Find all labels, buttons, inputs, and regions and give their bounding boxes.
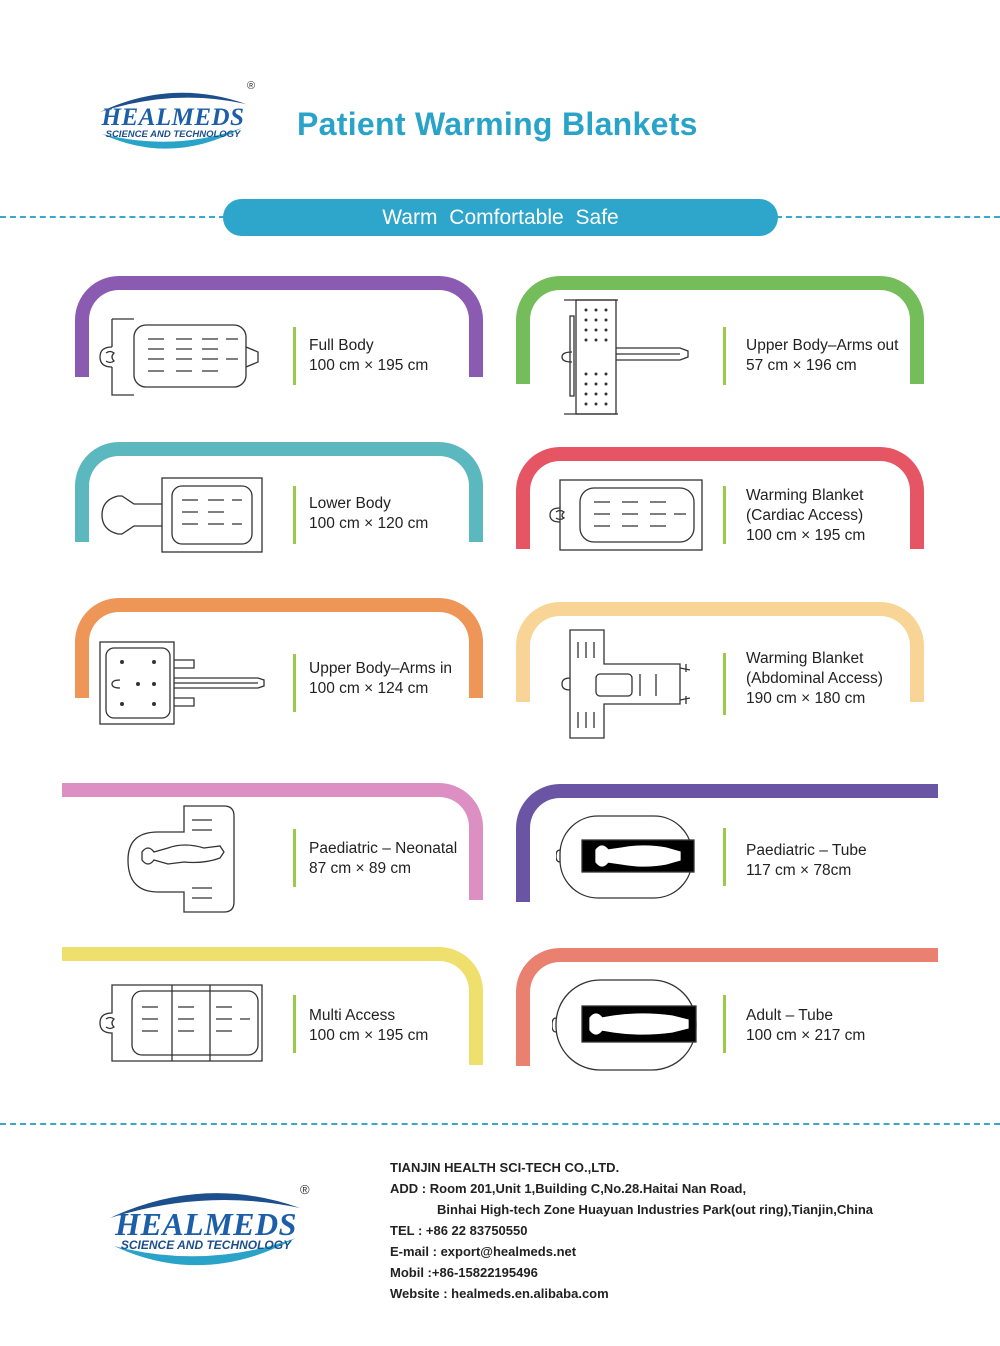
product-size: 100 cm × 195 cm xyxy=(309,1027,429,1044)
product-label-upper-body-arms-out: Upper Body–Arms out 57 cm × 196 cm xyxy=(746,336,899,376)
company-name: TIANJIN HEALTH SCI-TECH CO.,LTD. xyxy=(390,1160,620,1175)
product-frame-adult-tube xyxy=(516,948,938,1066)
product-size: 117 cm × 78cm xyxy=(746,862,852,879)
separator xyxy=(723,327,726,385)
registered-mark: ® xyxy=(247,80,256,92)
footer-divider xyxy=(0,1123,1000,1125)
product-frame-paediatric-neonatal xyxy=(62,783,483,900)
product-label-adult-tube: Adult – Tube 100 cm × 217 cm xyxy=(746,1006,865,1046)
product-name: Paediatric – Tube xyxy=(746,842,867,859)
tel-row: TEL : +86 22 83750550 xyxy=(390,1223,528,1238)
product-name: Warming Blanket xyxy=(746,650,864,667)
mobile-value: +86-15822195496 xyxy=(431,1265,538,1280)
product-name: Lower Body xyxy=(309,495,391,512)
product-subtitle: (Cardiac Access) xyxy=(746,507,864,524)
tel-label: TEL xyxy=(390,1223,415,1238)
product-label-lower-body: Lower Body 100 cm × 120 cm xyxy=(309,494,428,534)
product-frame-upper-body-arms-out xyxy=(516,276,924,384)
product-label-upper-body-arms-in: Upper Body–Arms in 100 cm × 124 cm xyxy=(309,659,452,699)
separator xyxy=(293,654,296,712)
cardiac-access-blanket-diagram xyxy=(548,478,706,552)
product-name: Full Body xyxy=(309,337,374,354)
email-label: E-mail xyxy=(390,1244,430,1259)
product-size: 100 cm × 195 cm xyxy=(746,527,866,544)
product-size: 190 cm × 180 cm xyxy=(746,690,866,707)
page-title: Patient Warming Blankets xyxy=(297,106,698,142)
brand-name: HEALMEDS xyxy=(115,1206,297,1242)
registered-mark: ® xyxy=(300,1182,310,1197)
paediatric-neonatal-blanket-diagram xyxy=(124,804,242,914)
separator xyxy=(723,486,726,544)
address-row: ADD : Room 201,Unit 1,Building C,No.28.H… xyxy=(390,1181,747,1196)
product-name: Upper Body–Arms in xyxy=(309,660,453,677)
product-label-full-body: Full Body 100 cm × 195 cm xyxy=(309,336,428,376)
product-size: 87 cm × 89 cm xyxy=(309,860,412,877)
brand-logo-top: HEALMEDS SCIENCE AND TECHNOLOGY ® xyxy=(92,80,256,162)
lower-body-blanket-diagram xyxy=(98,476,266,554)
upper-body-arms-out-blanket-diagram xyxy=(560,296,694,418)
brand-tagline: SCIENCE AND TECHNOLOGY xyxy=(105,129,241,140)
product-label-paediatric-tube: Paediatric – Tube 117 cm × 78cm xyxy=(746,841,867,881)
product-frame-lower-body xyxy=(75,442,483,542)
product-subtitle: (Abdominal Access) xyxy=(746,670,883,687)
website-label: Website xyxy=(390,1286,440,1301)
address-label: ADD xyxy=(390,1181,419,1196)
separator xyxy=(293,327,296,385)
separator xyxy=(723,653,726,715)
separator xyxy=(293,486,296,544)
website-link[interactable]: healmeds.en.alibaba.com xyxy=(451,1286,609,1301)
product-size: 57 cm × 196 cm xyxy=(746,357,857,374)
product-size: 100 cm × 195 cm xyxy=(309,357,429,374)
product-size: 100 cm × 217 cm xyxy=(746,1027,866,1044)
address-line1: Room 201,Unit 1,Building C,No.28.Haitai … xyxy=(429,1181,747,1196)
multi-access-blanket-diagram xyxy=(98,983,266,1063)
email-link[interactable]: export@healmeds.net xyxy=(440,1244,577,1259)
product-label-multi-access: Multi Access 100 cm × 195 cm xyxy=(309,1006,428,1046)
slogan-banner: Warm Comfortable Safe xyxy=(223,199,778,236)
product-label-abdominal-access: Warming Blanket (Abdominal Access) 190 c… xyxy=(746,649,883,709)
mobile-row: Mobil :+86-15822195496 xyxy=(390,1265,538,1280)
separator xyxy=(723,828,726,886)
separator xyxy=(293,995,296,1053)
product-frame-paediatric-tube xyxy=(516,784,938,902)
separator xyxy=(723,995,726,1053)
upper-body-arms-in-blanket-diagram xyxy=(98,640,268,726)
divider-right xyxy=(776,216,1000,218)
abdominal-access-blanket-diagram xyxy=(560,628,696,740)
brand-name: HEALMEDS xyxy=(101,104,245,131)
product-name: Adult – Tube xyxy=(746,1007,834,1024)
paediatric-tube-blanket-diagram xyxy=(556,814,696,900)
product-size: 100 cm × 120 cm xyxy=(309,515,429,532)
product-frame-abdominal-access xyxy=(516,602,924,702)
product-name: Upper Body–Arms out xyxy=(746,337,899,354)
logo-swoosh-icon xyxy=(110,1193,300,1266)
separator xyxy=(293,829,296,887)
adult-tube-blanket-diagram xyxy=(552,978,700,1072)
brand-logo-footer: HEALMEDS SCIENCE AND TECHNOLOGY ® xyxy=(100,1180,312,1280)
product-frame-multi-access xyxy=(62,947,483,1065)
logo-swoosh-icon xyxy=(100,92,246,149)
product-label-paediatric-neonatal: Paediatric – Neonatal 87 cm × 89 cm xyxy=(309,839,457,879)
full-body-blanket-diagram xyxy=(98,317,266,397)
email-row: E-mail : export@healmeds.net xyxy=(390,1244,577,1259)
divider-left xyxy=(0,216,225,218)
mobile-label: Mobil xyxy=(390,1265,424,1280)
address-line2: Binhai High-tech Zone Huayuan Industries… xyxy=(437,1202,874,1217)
product-size: 100 cm × 124 cm xyxy=(309,680,429,697)
product-name: Warming Blanket xyxy=(746,487,864,504)
brand-tagline: SCIENCE AND TECHNOLOGY xyxy=(120,1238,292,1252)
product-name: Multi Access xyxy=(309,1007,396,1024)
website-row: Website : healmeds.en.alibaba.com xyxy=(390,1286,609,1301)
product-name: Paediatric – Neonatal xyxy=(309,840,458,857)
company-contact-block: TIANJIN HEALTH SCI-TECH CO.,LTD. ADD : R… xyxy=(390,1157,873,1304)
product-label-cardiac-access: Warming Blanket (Cardiac Access) 100 cm … xyxy=(746,486,865,546)
tel-value: +86 22 83750550 xyxy=(425,1223,528,1238)
